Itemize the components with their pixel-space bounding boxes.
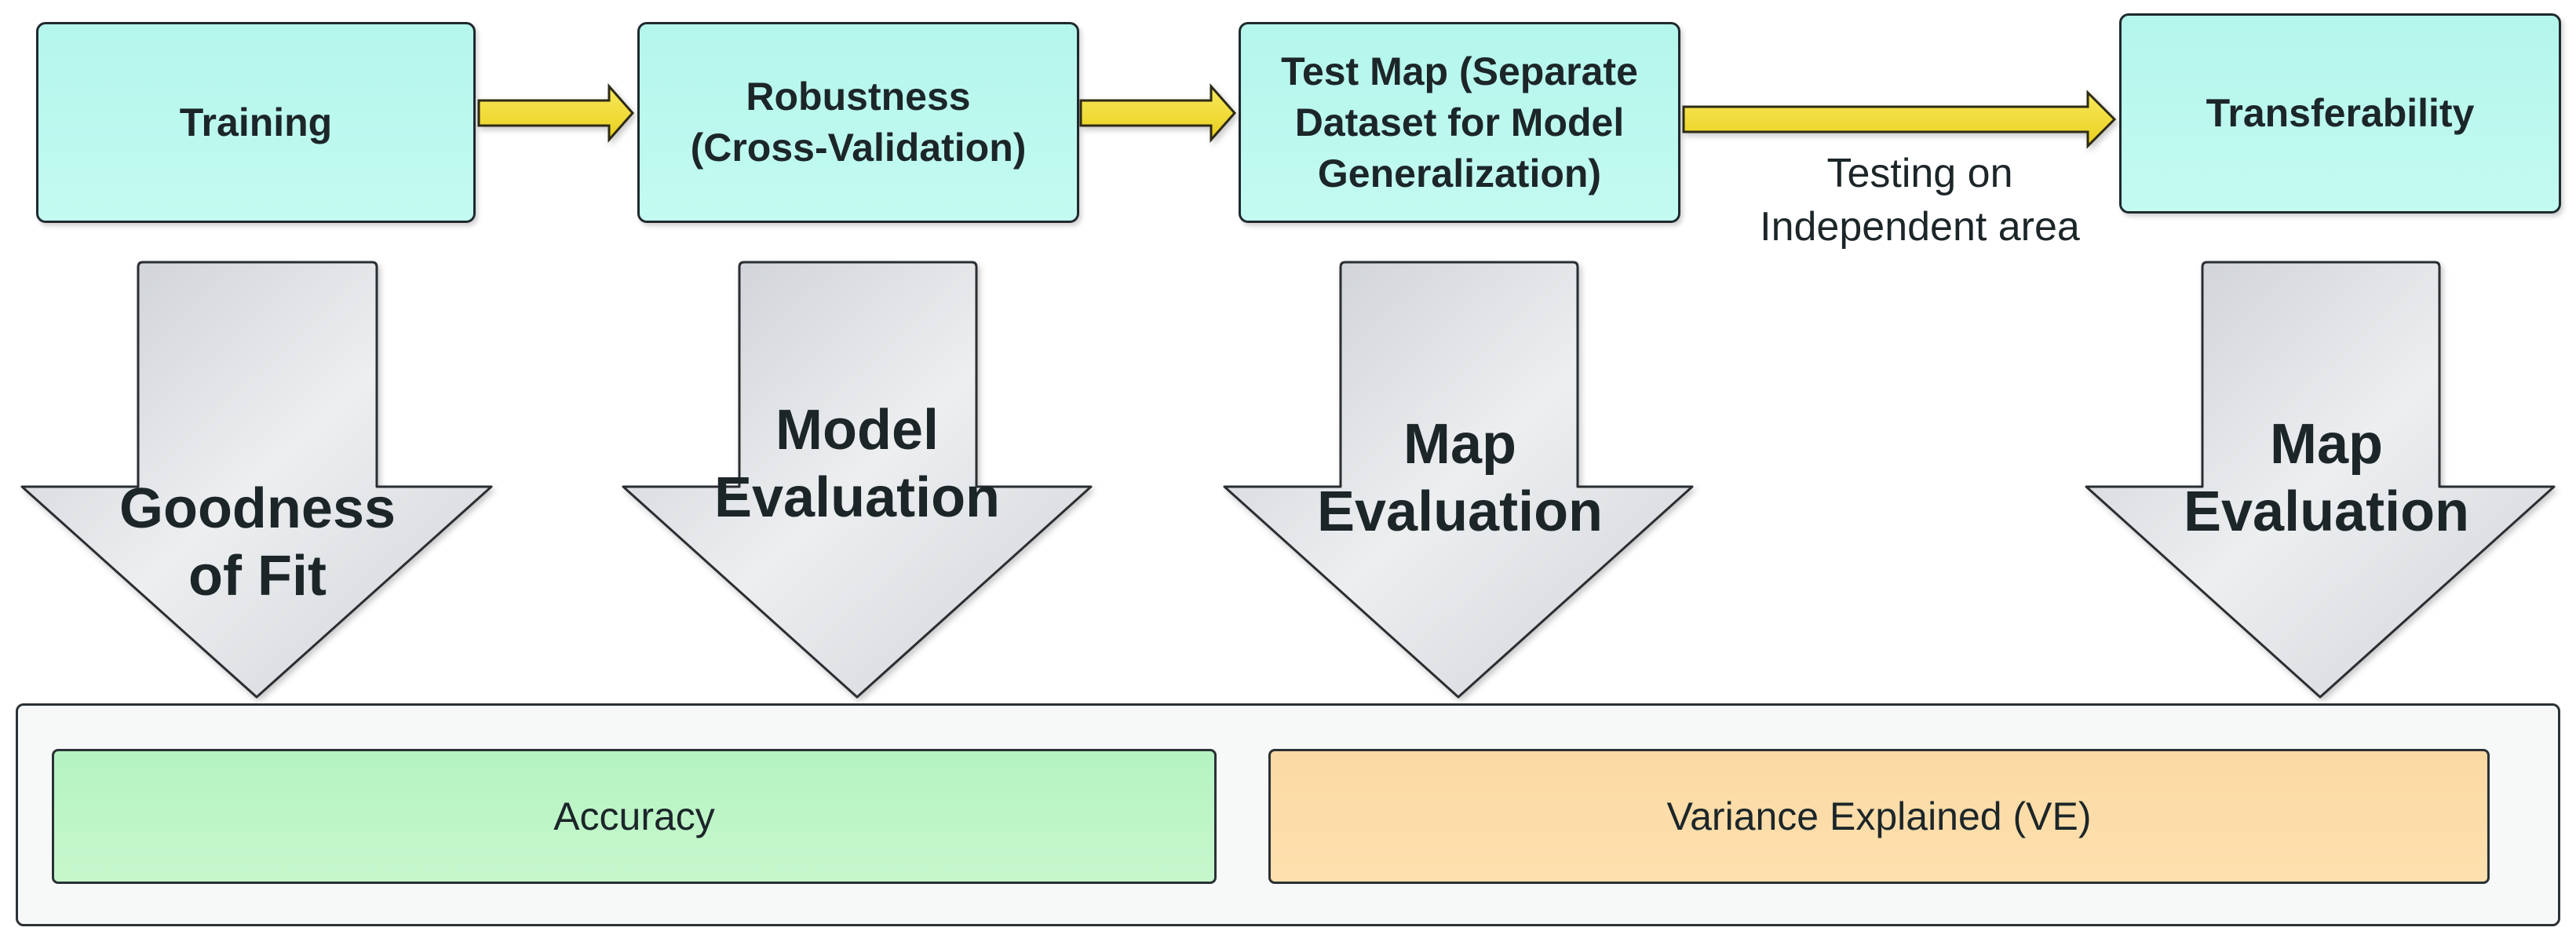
goodness-of-fit-label: Goodness of Fit (119, 477, 396, 608)
stage-robustness: Robustness (Cross-Validation) (637, 22, 1079, 223)
metric-accuracy-label: Accuracy (553, 794, 715, 838)
down-arrow-model (622, 261, 1093, 699)
testing-independent-note: Testing on Independent area (1760, 151, 2080, 250)
connector-arrow-3 (1682, 89, 2117, 149)
metric-ve-label: Variance Explained (VE) (1666, 794, 2092, 838)
map-evaluation-label-2: Map Evaluation (2183, 413, 2470, 544)
down-arrow-goodness (20, 261, 493, 699)
model-evaluation-label: Model Evaluation (713, 399, 1001, 530)
metric-accuracy: Accuracy (52, 749, 1217, 884)
map-evaluation-label-1: Map Evaluation (1316, 413, 1604, 544)
stage-training-label: Training (179, 100, 333, 144)
stage-test-map-label: Test Map (Separate Dataset for Model Gen… (1281, 49, 1638, 195)
stage-training: Training (36, 22, 476, 223)
stage-test-map: Test Map (Separate Dataset for Model Gen… (1239, 22, 1680, 223)
connector-arrow-1 (477, 83, 635, 143)
connector-arrow-2 (1079, 83, 1237, 143)
metric-variance-explained: Variance Explained (VE) (1268, 749, 2490, 884)
down-arrow-map-1 (1223, 261, 1694, 699)
stage-transferability-label: Transferability (2206, 91, 2475, 135)
stage-robustness-label: Robustness (Cross-Validation) (690, 75, 1027, 170)
stage-transferability: Transferability (2119, 13, 2561, 214)
down-arrow-map-2 (2085, 261, 2556, 699)
